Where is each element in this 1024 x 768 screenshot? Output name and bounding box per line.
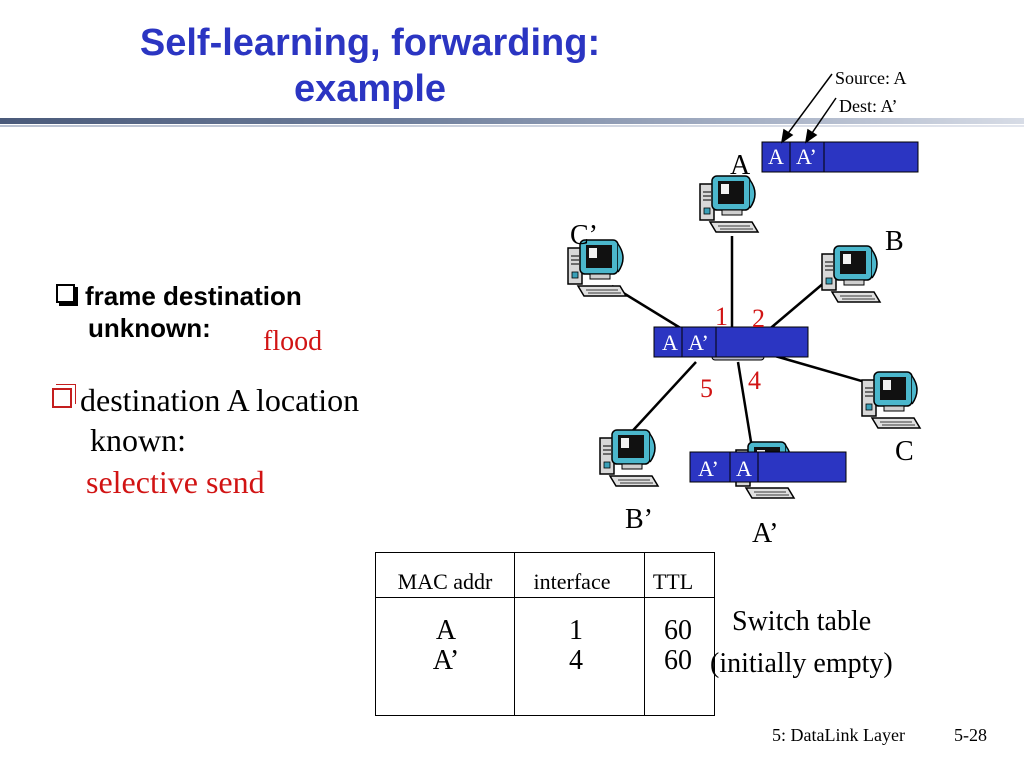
switch-table-caption-2: (initially empty) (710, 648, 893, 679)
network-links (611, 236, 873, 449)
table-cell-interface: 4 (569, 645, 583, 676)
title-line-2: example (293, 68, 447, 110)
title-line-1: Self-learning, forwarding: (139, 22, 601, 64)
table-cell-ttl: 60 (664, 645, 692, 676)
port-label-4: 4 (748, 366, 761, 395)
host-b-label: B (885, 226, 904, 257)
bullet-destination-known: destination A location known: (52, 380, 359, 460)
host-a-label: A (730, 150, 751, 181)
table-header-interface: interface (533, 569, 611, 594)
frame-bottom (689, 451, 847, 483)
host-b-computer-icon (821, 245, 881, 303)
port-label-1: 1 (715, 302, 728, 331)
frame-switch-src: A (662, 330, 678, 355)
host-b-prime-label: B’ (625, 504, 653, 535)
table-cell-interface: 1 (569, 615, 583, 646)
square-bullet-icon (52, 388, 72, 408)
bullet-1-line-2: unknown: (88, 313, 211, 343)
host-c-computer-icon (861, 371, 921, 429)
host-c-label: C (895, 436, 914, 467)
annotation-source: Source: A (835, 68, 907, 88)
table-cell-mac: A’ (432, 645, 460, 676)
host-a-prime-label: A’ (752, 518, 779, 549)
frame-top-src: A (768, 144, 784, 169)
title-rule-light (0, 125, 1024, 127)
table-cell-mac: A (435, 615, 457, 646)
slide-title: Self-learning, forwarding: example (0, 20, 740, 112)
footer-chapter: 5: DataLink Layer (772, 725, 905, 745)
selective-send-label: selective send (86, 464, 265, 500)
bullet-2-line-2: known: (90, 422, 186, 458)
host-a-computer-icon (699, 175, 759, 233)
frame-switch-dst: A’ (688, 330, 709, 355)
bullet-frame-destination-unknown: frame destination unknown: (56, 280, 302, 344)
table-header-ttl: TTL (652, 569, 694, 594)
footer-page-number: 5-28 (954, 725, 987, 745)
frame-bottom-dst: A (736, 456, 752, 481)
bullet-1-line-1: frame destination (85, 281, 302, 311)
annotation-dest: Dest: A’ (839, 96, 898, 116)
frame-switch (653, 326, 809, 358)
flood-label: flood (263, 326, 323, 357)
port-label-2: 2 (752, 304, 765, 333)
frame-top-dst: A’ (796, 144, 817, 169)
host-c-prime-label: C’ (570, 220, 598, 251)
table-cell-ttl: 60 (664, 615, 692, 646)
table-divider (644, 553, 645, 715)
checkbox-bullet-icon (56, 284, 75, 303)
frame-top (761, 141, 919, 173)
table-divider (514, 553, 515, 715)
frame-bottom-src: A’ (698, 456, 719, 481)
annotation-arrows (780, 73, 837, 144)
host-b-prime-computer-icon (599, 429, 659, 487)
table-header-divider (376, 597, 714, 598)
port-label-5: 5 (700, 374, 713, 403)
table-header-mac: MAC addr (397, 569, 493, 594)
bullet-2-line-1: destination A location (80, 382, 360, 418)
switch-table: MAC addr interface TTL A 1 60 A’ 4 60 (375, 552, 715, 716)
switch-table-caption-1: Switch table (732, 606, 872, 637)
title-rule (0, 118, 1024, 124)
